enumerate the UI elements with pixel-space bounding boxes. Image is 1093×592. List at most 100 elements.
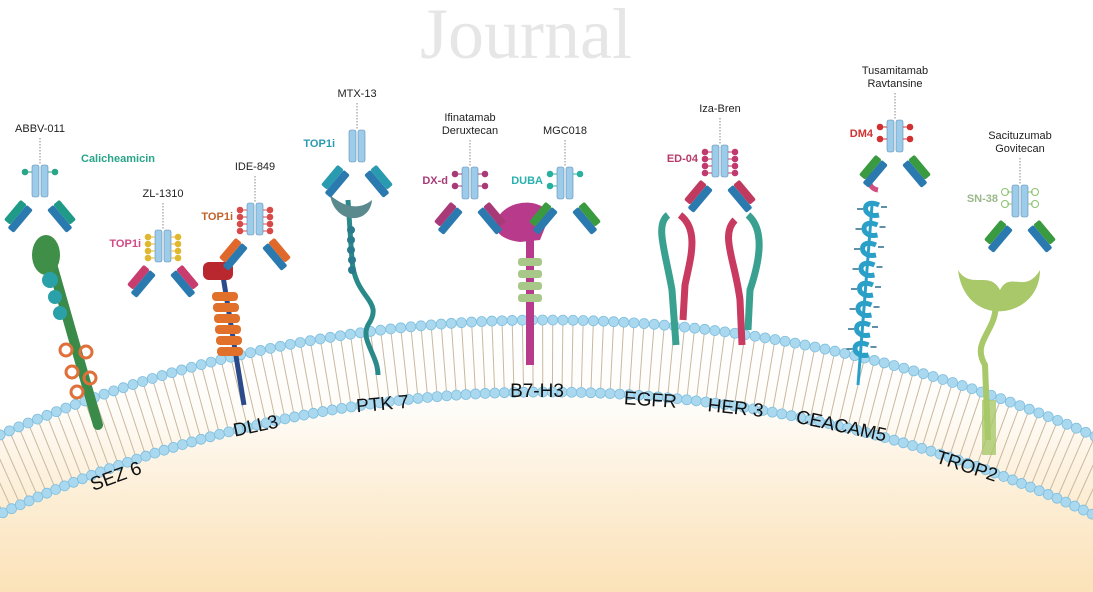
- lipid-tail: [460, 322, 465, 359]
- lipid-tail: [390, 328, 396, 365]
- lipid-head: [1069, 500, 1080, 512]
- lipid-head: [1061, 418, 1073, 430]
- lipid-head: [878, 357, 890, 369]
- lipid-tail: [667, 361, 672, 398]
- lipid-head: [585, 387, 597, 399]
- lipid-tail: [433, 360, 438, 397]
- lipid-tail: [690, 328, 696, 365]
- lipid-head: [32, 413, 43, 425]
- lipid-head: [907, 440, 918, 451]
- lipid-head: [567, 314, 579, 326]
- adc-name: MTX-13: [337, 88, 376, 100]
- lipid-tail: [0, 505, 4, 513]
- lipid-tail: [181, 407, 193, 443]
- lipid-tail: [501, 320, 504, 357]
- target-label-ptk7: PTK 7: [355, 392, 409, 418]
- receptor-egfr: [658, 212, 696, 346]
- lipid-tail: [856, 395, 867, 431]
- lipid-head: [98, 388, 110, 400]
- lipid-head: [537, 314, 549, 326]
- cytoplasm: [0, 319, 1093, 592]
- lipid-head: [998, 471, 1010, 482]
- lipid-tail: [790, 380, 799, 416]
- lipid-head: [547, 314, 559, 326]
- lipid-tail: [1003, 442, 1017, 477]
- lipid-tail: [921, 413, 933, 449]
- lipid-head: [215, 354, 227, 366]
- antibody-icon: [4, 164, 76, 233]
- lipid-tail: [384, 365, 390, 402]
- lipid-head: [1033, 407, 1045, 419]
- lipid-head: [679, 321, 690, 333]
- lipid-tail: [631, 322, 635, 359]
- lipid-tail: [724, 368, 731, 405]
- lipid-tail: [828, 388, 838, 424]
- lipid-head: [334, 330, 346, 342]
- lipid-head: [22, 417, 34, 429]
- lipid-head: [69, 399, 81, 410]
- lipid-head: [1070, 422, 1082, 434]
- lipid-tail: [1065, 469, 1081, 503]
- lipid-tail: [512, 356, 515, 393]
- payload-label: ED-04: [667, 153, 699, 165]
- lipid-tail: [339, 335, 347, 372]
- lipid-tail: [647, 360, 652, 397]
- lipid-tail: [171, 409, 183, 445]
- lipid-head: [345, 401, 357, 413]
- lipid-tail: [817, 348, 826, 385]
- lipid-tail: [969, 391, 983, 427]
- lipid-tail: [473, 357, 477, 394]
- lipid-tail: [719, 331, 726, 368]
- lipid-tail: [349, 334, 357, 370]
- lipid-tail: [521, 320, 524, 357]
- lipid-tail: [941, 382, 954, 417]
- lipid-head: [245, 347, 256, 359]
- lipid-tail: [762, 374, 770, 411]
- antibody-icon: [127, 229, 199, 298]
- lipid-tail: [14, 467, 30, 502]
- lipid-head: [604, 388, 616, 400]
- lipid-tail: [836, 353, 846, 389]
- lipid-head: [479, 388, 491, 399]
- lipid-head: [68, 476, 79, 488]
- lipid-tail: [902, 408, 914, 443]
- antibody-icon: [859, 119, 931, 188]
- lipid-tail: [87, 438, 101, 473]
- lipid-tail: [359, 332, 366, 369]
- lipid-tail: [18, 426, 34, 461]
- lipid-head: [405, 321, 417, 333]
- watermark: Journal: [420, 0, 632, 74]
- lipid-tail: [1025, 412, 1040, 447]
- lipid-tail: [931, 379, 944, 415]
- adc-name: Sacituzumab: [988, 130, 1052, 142]
- lipid-head: [3, 425, 15, 437]
- lipid-head: [908, 365, 920, 377]
- lipid-tail: [950, 385, 963, 420]
- lipid-tail: [430, 324, 435, 361]
- lipid-tail: [874, 362, 885, 398]
- lipid-tail: [787, 343, 796, 379]
- lipid-tail: [113, 390, 126, 426]
- lipid-tail: [628, 358, 633, 395]
- lipid-tail: [229, 394, 239, 430]
- adc-name: ZL-1310: [143, 188, 184, 200]
- lipid-tail: [394, 364, 400, 401]
- lipid-tail: [420, 325, 425, 362]
- lipid-tail: [700, 329, 706, 366]
- lipid-tail: [41, 456, 57, 490]
- lipid-head: [1014, 400, 1026, 412]
- lipid-tail: [491, 321, 494, 358]
- lipid-head: [146, 373, 158, 384]
- lipid-head: [658, 319, 670, 331]
- lipid-head: [486, 315, 498, 327]
- lipid-head: [422, 392, 433, 403]
- lipid-head: [618, 316, 630, 328]
- lipid-tail: [819, 386, 828, 422]
- lipid-tail: [650, 324, 655, 361]
- lipid-head: [1007, 474, 1018, 486]
- lipid-head: [456, 317, 467, 329]
- lipid-tail: [220, 359, 230, 395]
